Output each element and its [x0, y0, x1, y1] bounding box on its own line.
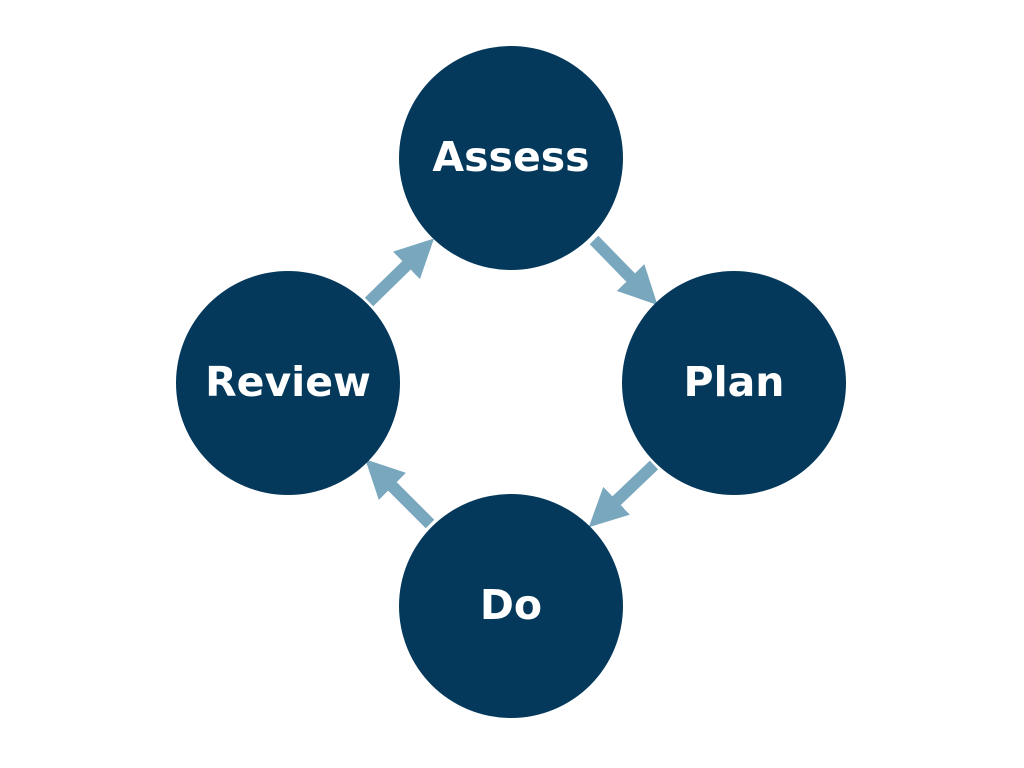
node-plan-label: Plan	[684, 358, 785, 406]
node-assess-circle	[399, 46, 623, 270]
arrow-assess-to-plan	[589, 235, 658, 305]
node-review-label: Review	[205, 358, 371, 406]
node-do: Do	[399, 494, 623, 718]
node-plan: Plan	[622, 271, 846, 495]
arrow-plan-to-do	[588, 460, 659, 528]
node-assess-label: Assess	[432, 133, 589, 181]
node-plan-circle	[622, 271, 846, 495]
node-do-label: Do	[480, 581, 542, 629]
node-review-circle	[176, 271, 400, 495]
node-do-circle	[399, 494, 623, 718]
arrow-review-to-assess	[364, 238, 434, 307]
node-assess: Assess	[399, 46, 623, 270]
node-review: Review	[176, 271, 400, 495]
arrow-do-to-review	[365, 459, 435, 529]
